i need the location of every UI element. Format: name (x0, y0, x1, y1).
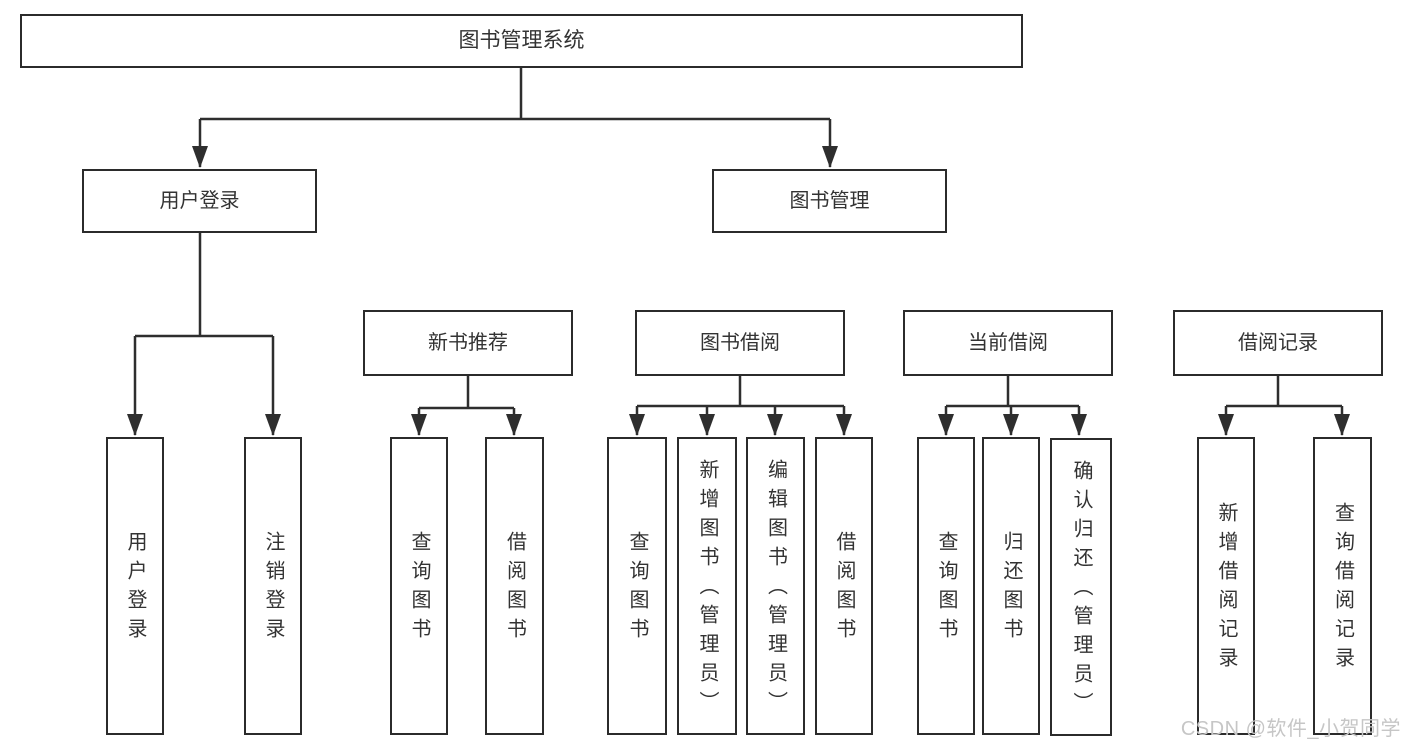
leaf-return-book: 归还图书 (982, 437, 1040, 735)
node-current-borrowing: 当前借阅 (903, 310, 1113, 376)
node-book-management: 图书管理 (712, 169, 947, 233)
leaf-borrow-books: 借阅图书 (815, 437, 873, 735)
leaf-query-borrow-record: 查询借阅记录 (1313, 437, 1372, 735)
leaf-query-books-recommend: 查询图书 (390, 437, 448, 735)
node-user-login: 用户登录 (82, 169, 317, 233)
leaf-query-books-current: 查询图书 (917, 437, 975, 735)
leaf-user-login: 用户登录 (106, 437, 164, 735)
leaf-edit-book-admin: 编辑图书（管理员） (746, 437, 805, 735)
elbow-lines (135, 68, 1342, 410)
leaf-logout: 注销登录 (244, 437, 302, 735)
leaf-add-book-admin: 新增图书（管理员） (677, 437, 737, 735)
node-borrowing-records: 借阅记录 (1173, 310, 1383, 376)
csdn-watermark: CSDN @软件_小贺同学 (1180, 718, 1401, 740)
leaf-borrow-books-recommend: 借阅图书 (485, 437, 544, 735)
node-root-library-system: 图书管理系统 (20, 14, 1023, 68)
leaf-add-borrow-record: 新增借阅记录 (1197, 437, 1255, 735)
leaf-query-books-borrow: 查询图书 (607, 437, 667, 735)
node-book-borrowing: 图书借阅 (635, 310, 845, 376)
leaf-confirm-return-admin: 确认归还（管理员） (1050, 438, 1112, 736)
node-new-book-recommendation: 新书推荐 (363, 310, 573, 376)
